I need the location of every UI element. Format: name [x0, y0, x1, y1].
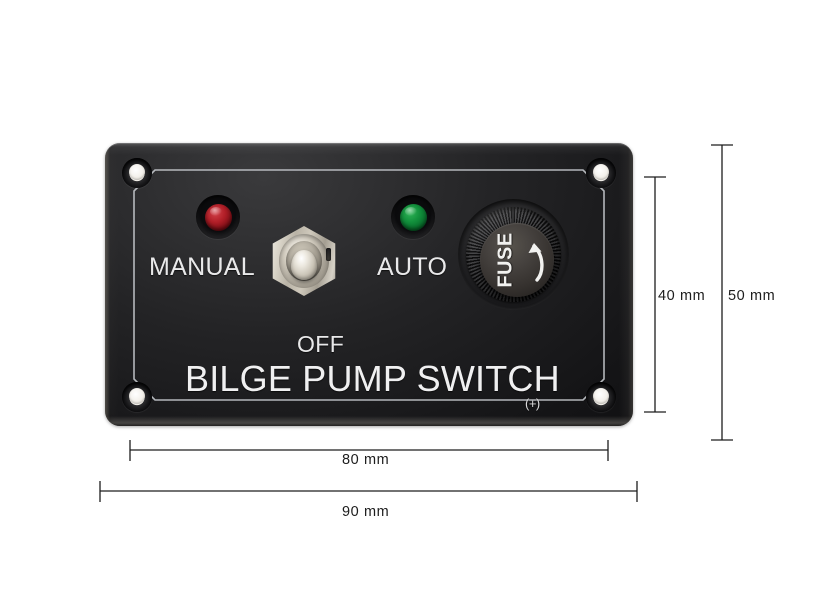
off-label: OFF [297, 331, 345, 357]
fuse-cap[interactable]: FUSE [480, 223, 554, 297]
fuse-turn-arrow-icon [510, 234, 550, 286]
mounting-hole-bore [129, 388, 145, 404]
led-dome-red [204, 203, 232, 231]
dimension-label-40mm: 40 mm [658, 288, 706, 304]
three-position-toggle-switch[interactable] [268, 222, 340, 300]
mounting-hole-top-right [586, 158, 616, 188]
bilge-pump-switch-panel: FUSE MANUAL AUTO OFF BILGE PUMP SWITCH (… [105, 143, 633, 426]
auto-label: AUTO [377, 253, 448, 281]
mounting-hole-top-left [122, 158, 152, 188]
dimension-line-50mm [711, 144, 733, 441]
dimension-line-40mm [644, 176, 666, 413]
manual-indicator-led [196, 195, 240, 239]
mounting-hole-bottom-right [586, 382, 616, 412]
fuse-holder[interactable]: FUSE [458, 199, 569, 310]
dimension-label-80mm: 80 mm [342, 452, 390, 468]
toggle-lever[interactable] [291, 250, 317, 280]
dimension-line-80mm [129, 440, 609, 461]
dimension-label-90mm: 90 mm [342, 504, 390, 520]
mounting-hole-bore [129, 164, 145, 180]
dimension-label-50mm: 50 mm [728, 288, 776, 304]
auto-indicator-led [391, 195, 435, 239]
mounting-hole-bore [593, 388, 609, 404]
electrical-symbol-mark: (+) [525, 396, 540, 411]
dimension-line-90mm [99, 481, 638, 502]
mounting-hole-bottom-left [122, 382, 152, 412]
panel-title: BILGE PUMP SWITCH [185, 358, 560, 399]
manual-label: MANUAL [149, 253, 255, 281]
toggle-anti-rotation-notch [326, 248, 331, 261]
mounting-hole-bore [593, 164, 609, 180]
led-dome-green [399, 203, 427, 231]
